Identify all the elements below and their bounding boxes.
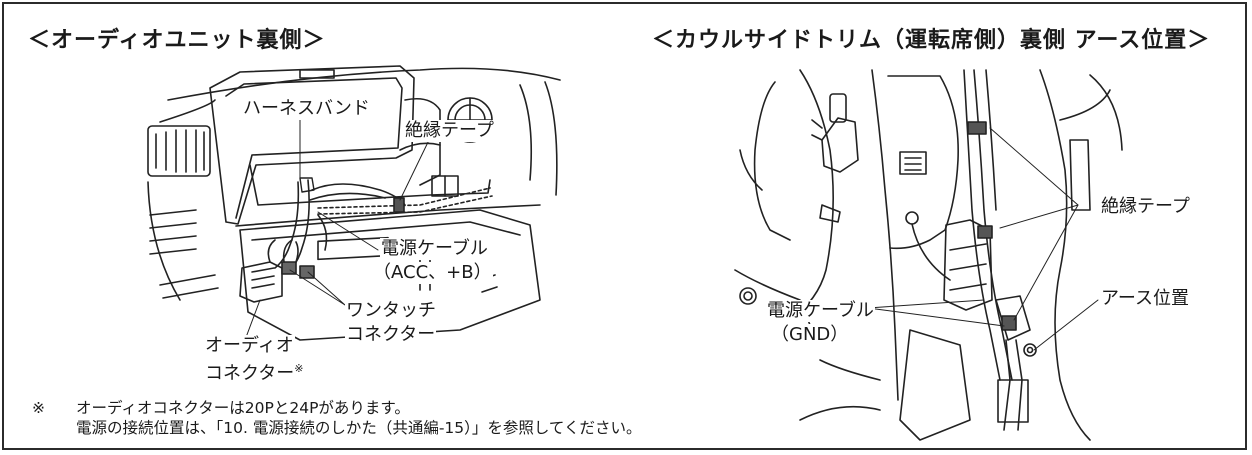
label-power-cable-right-sub: （GND） (770, 324, 850, 346)
right-panel-title: ＜カウルサイドトリム（運転席側）裏側 アース位置＞ (652, 28, 1211, 53)
label-power-cable-right: 電源ケーブル (766, 300, 875, 322)
asterisk-mark: ※ (294, 362, 304, 375)
left-panel-title: ＜オーディオユニット裏側＞ (28, 28, 326, 53)
label-one-touch-1: ワンタッチ (345, 300, 437, 322)
label-audio-connector-2: コネクター※ (204, 358, 305, 385)
label-ground-position: アース位置 (1100, 288, 1191, 310)
footnote-line-1: オーディオコネクターは20Pと24Pがあります。 (76, 399, 410, 417)
label-harness-band: ハーネスバンド (242, 98, 371, 120)
label-power-cable-left-sub: （ACC、+B） (372, 262, 493, 284)
label-insulation-tape-left: 絶縁テープ (404, 120, 495, 142)
audio-connector-text: コネクター (205, 363, 295, 384)
label-power-cable-left: 電源ケーブル (380, 238, 489, 260)
footnote-line-2: 電源の接続位置は、「10. 電源接続のしかた（共通編-15）」を参照してください… (76, 419, 642, 437)
footnote-mark: ※ (32, 399, 45, 417)
label-one-touch-2: コネクター (345, 324, 437, 346)
label-audio-connector-1: オーディオ (204, 335, 295, 357)
label-insulation-tape-right: 絶縁テープ (1100, 196, 1191, 218)
